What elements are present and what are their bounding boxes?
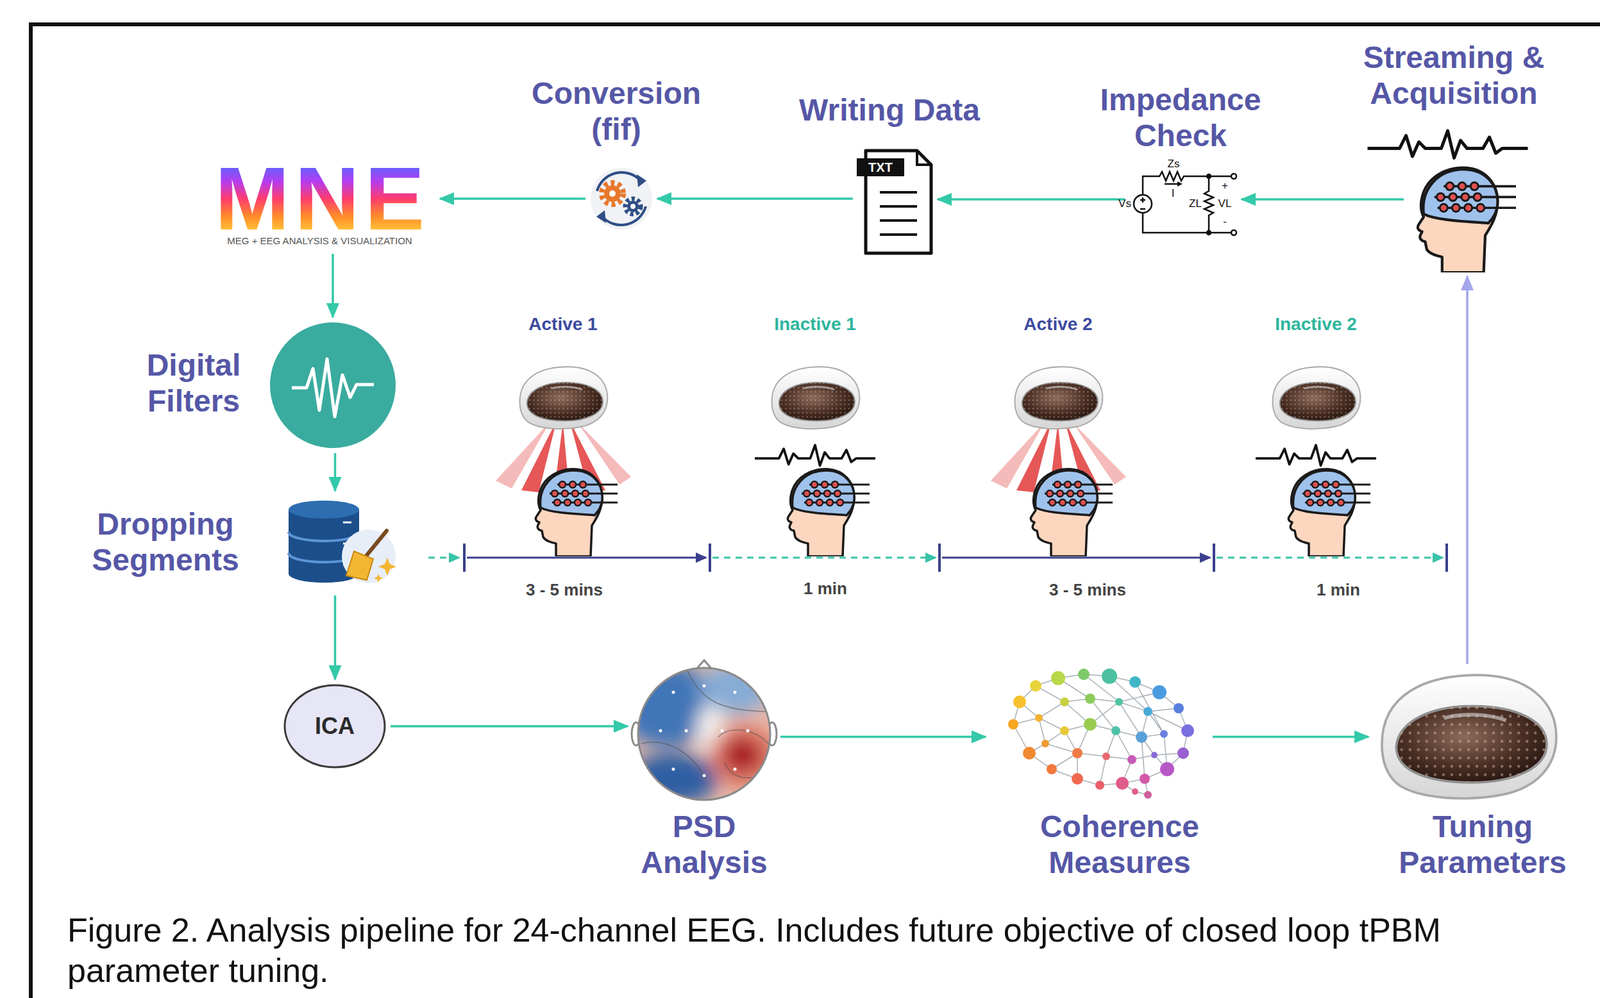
eeg-wave (1367, 130, 1529, 159)
circuit-label: - (1222, 216, 1227, 229)
circuit-label: Zs (1167, 158, 1180, 171)
tpbm-helmet (1015, 366, 1104, 430)
duration-label: 3 - 5 mins (525, 581, 603, 600)
circuit-label: ZL (1188, 198, 1202, 211)
step-label: Coherence Measures (1017, 809, 1223, 882)
eeg-wave (754, 445, 876, 466)
topomap (618, 660, 780, 805)
flow-arrow (334, 453, 337, 492)
phase-label: Active 2 (1023, 314, 1093, 335)
eeg-head (535, 469, 618, 557)
phase-label: Inactive 2 (1274, 314, 1357, 335)
process-step: Dropping Segments (285, 495, 385, 592)
tpbm-helmet (1381, 675, 1557, 799)
step-label: Writing Data (799, 92, 980, 129)
tpbm-helmet (1272, 366, 1361, 430)
duration-label: 1 min (803, 579, 848, 599)
flow-arrow (334, 595, 337, 680)
ica-node: ICA (282, 683, 387, 770)
tpbm-helmet (520, 366, 608, 430)
flow-arrow (331, 253, 335, 318)
circuit-label: Vs (1118, 198, 1132, 211)
process-step: PSD Analysis (631, 660, 777, 802)
eeg-head (1288, 469, 1371, 557)
logo-tagline: MEG + EEG ANALYSIS & VISUALIZATION (227, 234, 412, 248)
document-icon (856, 150, 932, 254)
logo-node: MNEMEG + EEG ANALYSIS & VISUALIZATION (203, 160, 437, 251)
duration-label: 3 - 5 mins (1049, 581, 1127, 600)
flow-arrow (1465, 276, 1469, 665)
step-label: Dropping Segments (69, 506, 262, 579)
database-icon (288, 500, 397, 584)
flow-arrow (1241, 198, 1404, 201)
flow-arrow (390, 725, 628, 728)
conversion-icon (590, 168, 653, 230)
eeg-wave (1255, 445, 1377, 466)
node-text: ICA (314, 713, 355, 741)
process-step: Conversion (fif) (589, 169, 654, 229)
process-step: Writing Data (856, 148, 934, 256)
step-label: Tuning Parameters (1380, 809, 1586, 882)
frame (30, 24, 1600, 998)
circuit-symbol (1133, 171, 1237, 236)
phase-label: Active 1 (528, 314, 598, 335)
eeg-head (787, 469, 870, 557)
logo-wordmark: MNE (209, 162, 430, 235)
flow-arrow (780, 736, 986, 739)
process-step: Tuning Parameters (1372, 668, 1564, 807)
step-label: Impedance Check (1084, 82, 1277, 154)
tpbm-helmet (772, 366, 860, 430)
step-label: PSD Analysis (627, 809, 782, 882)
filter-node: Digital Filters (268, 321, 397, 450)
eeg-head (1417, 168, 1516, 273)
process-step: Streaming & Acquisition (1407, 127, 1531, 273)
brain-network (1008, 668, 1195, 800)
file-tag: TXT (868, 160, 893, 175)
eeg-head (1030, 469, 1113, 557)
flow-arrow (937, 198, 1125, 201)
filter-circle (268, 321, 397, 450)
duration-label: 1 min (1316, 581, 1361, 600)
step-label: Conversion (fif) (520, 75, 713, 148)
circuit-label: + (1221, 180, 1229, 193)
circuit-label: VL (1218, 198, 1232, 211)
step-label: Digital Filters (123, 347, 265, 420)
flow-arrow (1212, 736, 1369, 739)
figure-caption: Figure 2. Analysis pipeline for 24-chann… (67, 910, 1562, 992)
process-step: Coherence Measures (989, 673, 1209, 801)
step-label: Streaming & Acquisition (1347, 39, 1560, 112)
flow-arrow (439, 197, 586, 201)
circuit-label: I (1171, 187, 1175, 201)
phase-label: Inactive 1 (774, 314, 857, 335)
flow-arrow (657, 197, 853, 201)
